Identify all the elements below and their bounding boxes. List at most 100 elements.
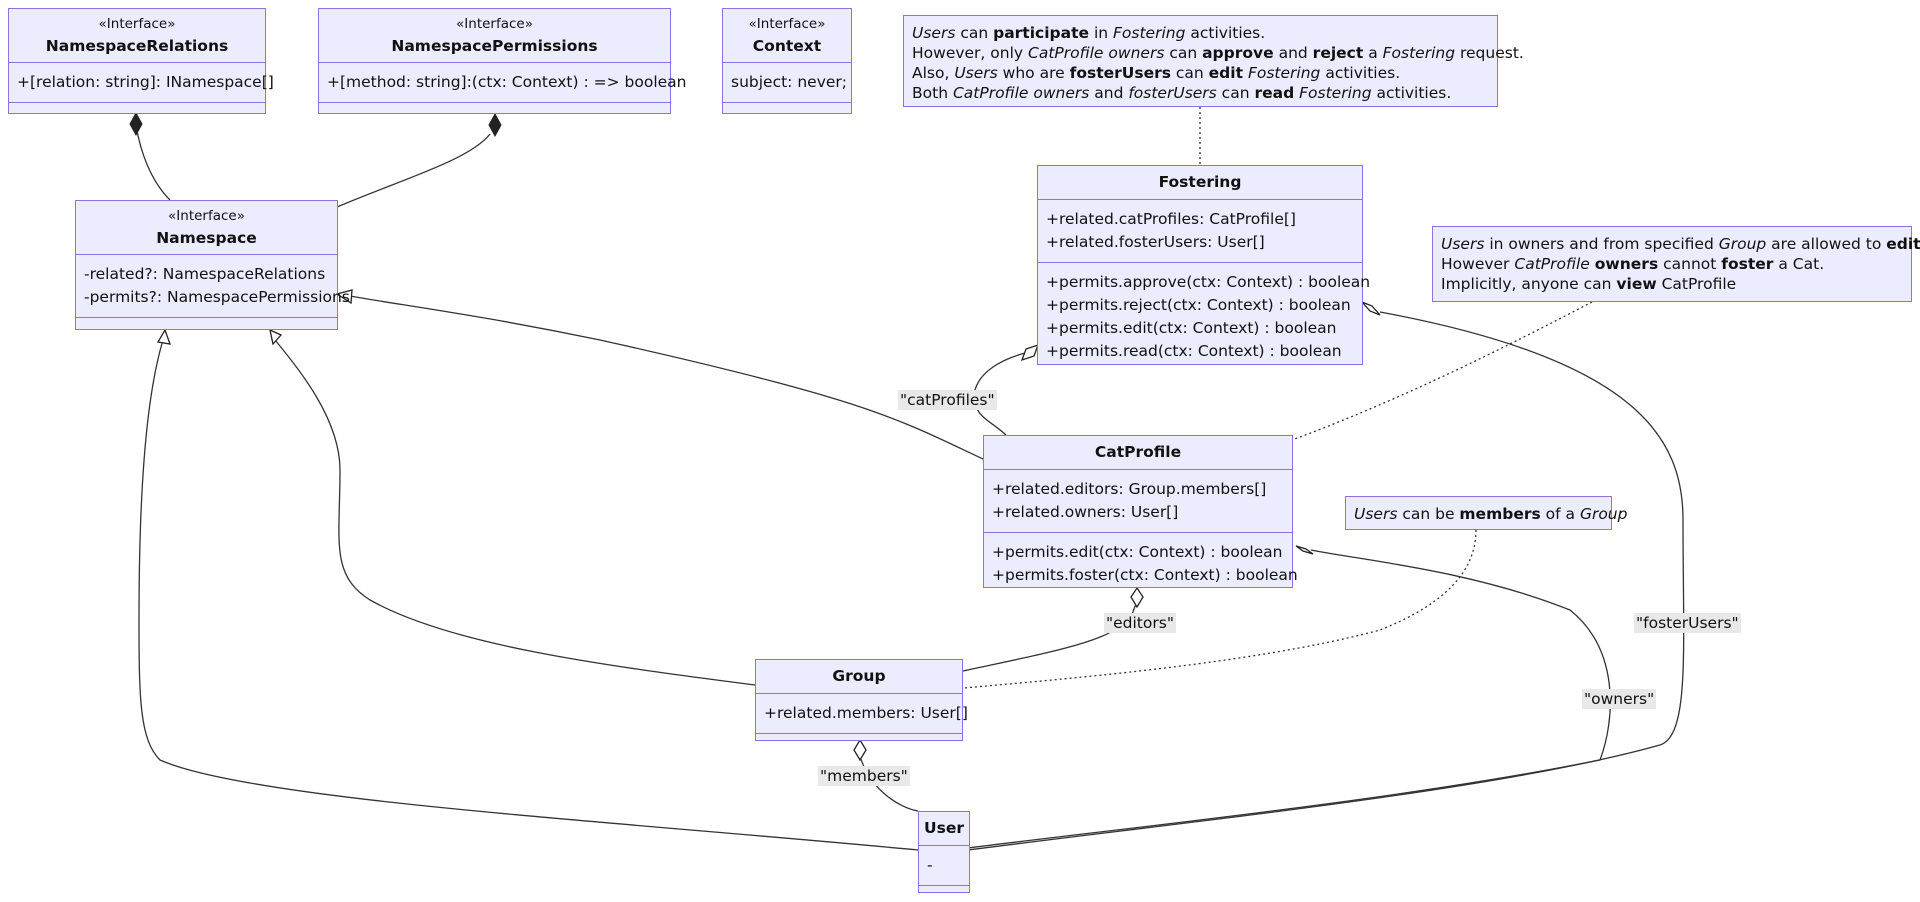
note-line: Users in owners and from specified Group… [1441, 234, 1920, 254]
note-text: reject [1312, 44, 1364, 62]
composition-diamond-relations [129, 111, 143, 137]
note-line: Implicitly, anyone can view CatProfile [1441, 274, 1903, 294]
class-group[interactable]: Group +related.members: User[] [755, 659, 968, 741]
note-text: in [1089, 24, 1113, 42]
edge-namespace-relations-composition [135, 124, 171, 201]
stereotype-label: «Interface» [456, 16, 533, 32]
class-namespace-relations[interactable]: «Interface» NamespaceRelations +[relatio… [8, 8, 274, 114]
class-attribute: - [927, 856, 933, 874]
note-line: Users can participate in Fostering activ… [912, 23, 1489, 43]
note-text: edit [1208, 64, 1244, 82]
note-text: cannot [1658, 255, 1722, 273]
class-attribute: +[relation: string]: INamespace[] [17, 73, 274, 91]
class-attribute: +related.members: User[] [764, 704, 968, 722]
note-text: activities. [1185, 24, 1266, 42]
edge-label-fosterusers: "fosterUsers" [1634, 613, 1741, 633]
note-text: foster [1721, 255, 1774, 273]
note-line: However, only CatProfile owners can appr… [912, 43, 1524, 63]
class-method: +permits.edit(ctx: Context) : boolean [1046, 319, 1337, 337]
note-text: can [1216, 84, 1255, 102]
edge-label-members: "members" [818, 766, 910, 786]
note-text: However, only [912, 44, 1029, 62]
note-text: Group [1718, 235, 1767, 253]
class-attribute: +related.editors: Group.members[] [992, 480, 1267, 498]
note-line: Both CatProfile owners and fosterUsers c… [912, 83, 1489, 103]
aggregation-diamond-fosterusers [1361, 301, 1381, 316]
note-text: CatProfile [952, 84, 1029, 102]
edge-group-members [859, 755, 919, 812]
note-fostering: Users can participate in Fostering activ… [903, 15, 1524, 107]
class-name: CatProfile [1094, 443, 1182, 461]
class-method: +permits.approve(ctx: Context) : boolean [1046, 273, 1371, 291]
note-text: CatProfile [1514, 255, 1590, 273]
edge-catprofile-note-link [1291, 301, 1593, 441]
inherit-triangle-group [269, 328, 283, 346]
stereotype-label: «Interface» [748, 16, 826, 32]
class-fostering[interactable]: Fostering +related.catProfiles: CatProfi… [1037, 165, 1371, 365]
aggregation-diamond-editors [1130, 586, 1144, 609]
note-text: Also, [912, 64, 955, 82]
note-text: Users [1441, 235, 1485, 253]
edge-catprofile-inherits-namespace [349, 295, 986, 461]
note-text: of a [1540, 505, 1580, 523]
class-method: +permits.reject(ctx: Context) : boolean [1046, 296, 1351, 314]
note-text: are allowed to [1766, 235, 1887, 253]
edge-group-inherits-namespace [274, 339, 756, 686]
note-text: CatProfile [1656, 275, 1737, 293]
note-text: in owners and from specified [1484, 235, 1719, 253]
class-user[interactable]: User - [918, 811, 970, 893]
note-text: a [1363, 44, 1383, 62]
class-name: User [924, 819, 964, 837]
class-cat-profile[interactable]: CatProfile +related.editors: Group.membe… [983, 435, 1298, 588]
note-text: can [1164, 44, 1203, 62]
class-name: Namespace [156, 228, 257, 247]
note-text: fosterUsers [1069, 64, 1171, 82]
class-attribute: +related.fosterUsers: User[] [1046, 233, 1265, 251]
edge-label-editors: "editors" [1104, 613, 1176, 633]
note-text: Users [912, 24, 956, 42]
class-name: Group [832, 667, 886, 685]
note-text: can be [1397, 505, 1460, 523]
note-text: request. [1455, 44, 1524, 62]
note-text: edit [1886, 235, 1920, 253]
note-text: CatProfile [1028, 44, 1104, 62]
note-text: fosterUsers [1128, 84, 1217, 102]
class-attribute: -related?: NamespaceRelations [84, 265, 326, 283]
note-text: activities. [1320, 64, 1401, 82]
note-text: view [1616, 275, 1657, 293]
class-namespace[interactable]: «Interface» Namespace -related?: Namespa… [75, 200, 350, 330]
composition-diamond-permissions [488, 112, 502, 138]
inherit-triangle-catprofile [335, 289, 353, 305]
aggregation-diamond-owners [1295, 545, 1314, 555]
note-text: who are [997, 64, 1070, 82]
aggregation-diamond-catprofiles [1020, 343, 1040, 362]
class-attribute: subject: never; [731, 73, 847, 91]
note-text: can [1170, 64, 1209, 82]
note-text: can [955, 24, 994, 42]
class-name: NamespacePermissions [391, 36, 598, 55]
note-text: Fostering [1113, 24, 1186, 42]
note-text: Fostering [1382, 44, 1456, 62]
class-attribute: +related.catProfiles: CatProfile[] [1046, 210, 1296, 228]
note-line: Users can be members of a Group [1354, 504, 1627, 524]
class-name: NamespaceRelations [45, 36, 229, 55]
note-text: approve [1202, 44, 1274, 62]
class-context[interactable]: «Interface» Context subject: never; [722, 8, 852, 114]
class-namespace-permissions[interactable]: «Interface» NamespacePermissions +[metho… [318, 8, 687, 114]
note-line: Also, Users who are fosterUsers can edit… [912, 63, 1489, 83]
note-text: participate [993, 24, 1090, 42]
note-text: Group [1579, 505, 1628, 523]
edge-user-inherits-namespace [138, 339, 919, 851]
note-text: and [1089, 84, 1129, 102]
note-group: Users can be members of a Group [1345, 496, 1627, 530]
note-text: members [1459, 505, 1541, 523]
note-text: and [1273, 44, 1313, 62]
class-method: +permits.foster(ctx: Context) : boolean [992, 566, 1298, 584]
note-text: Users [954, 64, 998, 82]
edge-label-catprofiles: "catProfiles" [898, 390, 997, 410]
note-text: Both [912, 84, 953, 102]
note-text: owners [1033, 84, 1090, 102]
note-text: Implicitly, anyone can [1441, 275, 1617, 293]
note-text: a Cat. [1773, 255, 1825, 273]
